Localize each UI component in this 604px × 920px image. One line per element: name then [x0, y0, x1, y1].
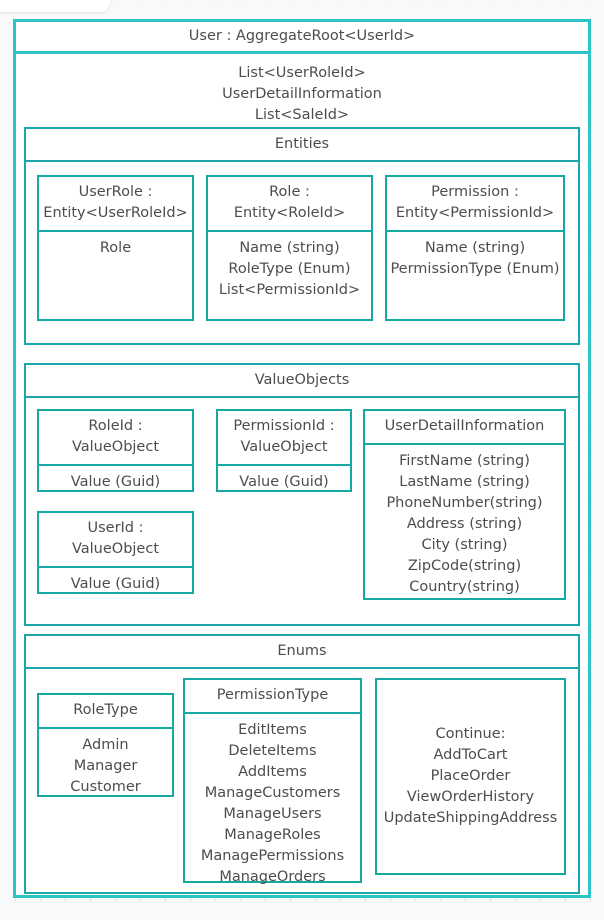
class-permissiontype[interactable]: PermissionType EditItems DeleteItems Add… [183, 678, 362, 885]
class-roleid-members: Value (Guid) [39, 466, 192, 499]
class-permission[interactable]: Permission : Entity<PermissionId> Name (… [385, 175, 565, 321]
aggregate-root-attribute: UserDetailInformation [222, 86, 382, 102]
class-name-line: Entity<PermissionId> [395, 205, 555, 221]
class-permission-name: Permission : Entity<PermissionId> [387, 177, 563, 232]
aggregate-root-attribute: List<UserRoleId> [238, 65, 366, 81]
class-member: Value (Guid) [70, 474, 161, 490]
class-roleid[interactable]: RoleId : ValueObject Value (Guid) [37, 409, 194, 492]
class-role-members: Name (string) RoleType (Enum) List<Permi… [208, 232, 371, 307]
class-roletype-members: Admin Manager Customer [39, 729, 172, 804]
toolbar-nub [0, 0, 110, 12]
class-continue-enum[interactable]: Continue: AddToCart PlaceOrder ViewOrder… [375, 678, 566, 875]
class-name-line: Permission : [431, 184, 519, 200]
class-userid-name: UserId : ValueObject [39, 513, 192, 568]
class-roletype-name: RoleType [39, 695, 172, 729]
class-userdetailinformation[interactable]: UserDetailInformation FirstName (string)… [363, 409, 566, 600]
class-member: Customer [70, 779, 141, 795]
class-member: Name (string) [239, 240, 340, 256]
class-member: Continue: [435, 726, 506, 742]
class-role[interactable]: Role : Entity<RoleId> Name (string) Role… [206, 175, 373, 321]
class-member: PhoneNumber(string) [386, 495, 543, 511]
class-member: AddToCart [433, 747, 508, 763]
class-userrole-name: UserRole : Entity<UserRoleId> [39, 177, 192, 232]
class-name-line: RoleId : [88, 418, 143, 434]
class-member: Manager [73, 758, 138, 774]
class-userrole-members: Role [39, 232, 192, 265]
class-member: ZipCode(string) [407, 558, 522, 574]
class-member: Name (string) [424, 240, 526, 256]
class-userid-members: Value (Guid) [39, 568, 192, 601]
class-member: EditItems [238, 722, 307, 738]
group-valueobjects-title: ValueObjects [26, 365, 578, 398]
aggregate-root-attributes: List<UserRoleId> UserDetailInformation L… [16, 54, 588, 136]
class-member: DeleteItems [228, 743, 317, 759]
class-member: ManageOrders [219, 869, 326, 885]
class-member: ManageUsers [223, 806, 322, 822]
class-member: PermissionType (Enum) [390, 261, 560, 277]
class-member: List<PermissionId> [218, 282, 361, 298]
class-name-line: Entity<UserRoleId> [43, 205, 188, 221]
class-name-line: PermissionType [216, 687, 329, 703]
class-permissionid-name: PermissionId : ValueObject [218, 411, 350, 466]
class-roleid-name: RoleId : ValueObject [39, 411, 192, 466]
class-permissiontype-name: PermissionType [185, 680, 360, 714]
class-member: Value (Guid) [239, 474, 329, 490]
class-member: Admin [82, 737, 129, 753]
class-userdetailinformation-name: UserDetailInformation [365, 411, 564, 445]
class-name-line: UserRole : [78, 184, 153, 200]
class-name-line: ValueObject [240, 439, 328, 455]
group-entities-title: Entities [26, 129, 578, 162]
class-name-line: PermissionId : [233, 418, 335, 434]
group-enums-title: Enums [26, 636, 578, 669]
class-name-line: ValueObject [71, 439, 160, 455]
class-permissiontype-members: EditItems DeleteItems AddItems ManageCus… [185, 714, 360, 894]
class-member: Role [99, 240, 132, 256]
class-member: Value (Guid) [70, 576, 161, 592]
class-member: LastName (string) [399, 474, 530, 490]
class-permissionid-members: Value (Guid) [218, 466, 350, 499]
class-name-line: ValueObject [71, 541, 160, 557]
class-member: ManageCustomers [204, 785, 341, 801]
class-name-line: UserDetailInformation [384, 418, 545, 434]
class-member: City (string) [421, 537, 508, 553]
class-userid[interactable]: UserId : ValueObject Value (Guid) [37, 511, 194, 594]
aggregate-root-title: User : AggregateRoot<UserId> [16, 22, 588, 54]
class-member: UpdateShippingAddress [383, 810, 558, 826]
class-member: PlaceOrder [430, 768, 511, 784]
class-userrole[interactable]: UserRole : Entity<UserRoleId> Role [37, 175, 194, 321]
class-name-line: UserId : [87, 520, 144, 536]
class-member: AddItems [238, 764, 307, 780]
class-member: ManageRoles [224, 827, 321, 843]
class-permission-members: Name (string) PermissionType (Enum) [387, 232, 563, 286]
aggregate-root-attribute: List<SaleId> [254, 107, 350, 123]
class-role-name: Role : Entity<RoleId> [208, 177, 371, 232]
class-name-line: Role : Entity<RoleId> [233, 184, 346, 221]
class-member: Address (string) [406, 516, 523, 532]
class-member: ViewOrderHistory [406, 789, 535, 805]
class-userdetailinformation-members: FirstName (string) LastName (string) Pho… [365, 445, 564, 604]
class-member: Country(string) [409, 579, 520, 595]
class-member: ManagePermissions [200, 848, 345, 864]
class-name-line: RoleType [73, 702, 138, 718]
class-roletype[interactable]: RoleType Admin Manager Customer [37, 693, 174, 797]
class-continue-enum-members: Continue: AddToCart PlaceOrder ViewOrder… [377, 680, 564, 873]
class-member: FirstName (string) [399, 453, 530, 469]
class-permissionid[interactable]: PermissionId : ValueObject Value (Guid) [216, 409, 352, 492]
class-member: RoleType (Enum) [228, 261, 351, 277]
